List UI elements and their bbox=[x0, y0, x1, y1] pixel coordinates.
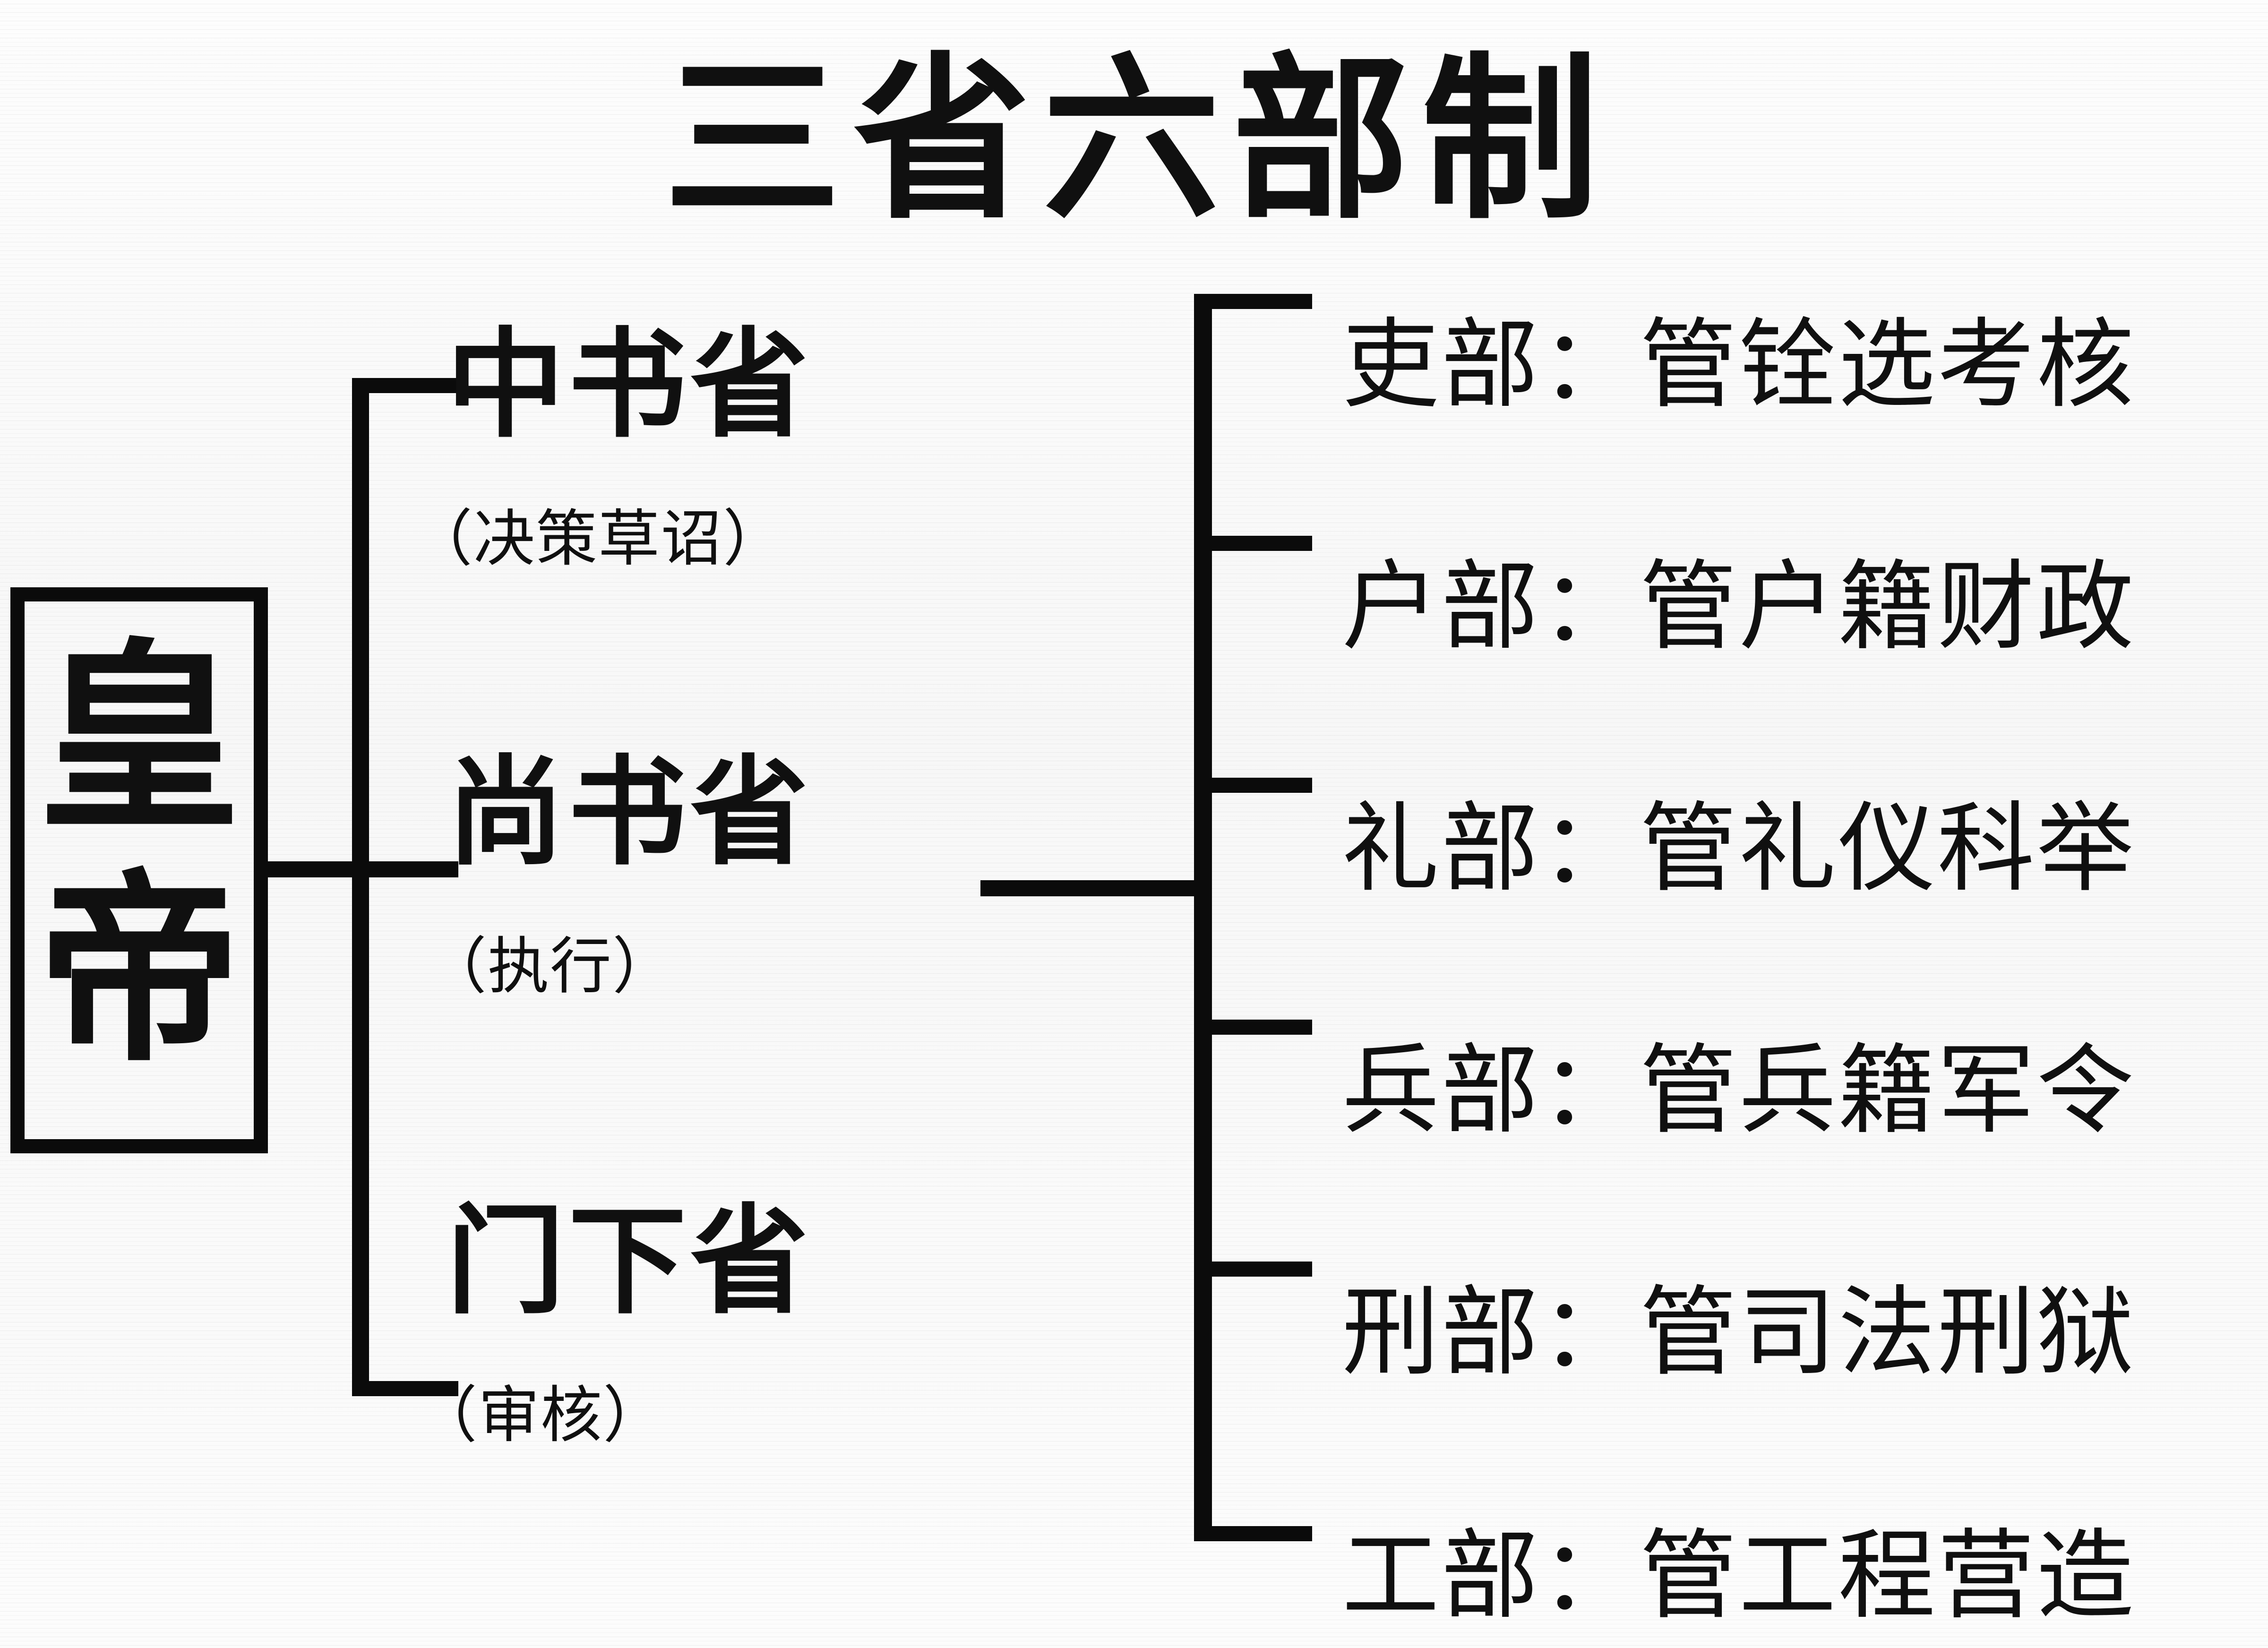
connector-shangshusheng-to-ministries bbox=[980, 880, 1203, 896]
page-title: 三省六部制 bbox=[664, 37, 1611, 243]
department-1-subtitle: （决策草诏） bbox=[411, 503, 786, 575]
emperor-char-2: 帝 bbox=[38, 853, 241, 1089]
bracket-branch-department-2 bbox=[352, 861, 458, 877]
bracket-branch-ministry-2 bbox=[1194, 536, 1312, 551]
emperor-node-label: 皇 帝 bbox=[26, 624, 253, 1087]
department-2-subtitle: （执行） bbox=[425, 930, 675, 1002]
ministry-5-label: 刑部：管司法刑狱 bbox=[1342, 1276, 2136, 1389]
bracket-branch-ministry-3 bbox=[1194, 778, 1312, 793]
ministry-4-label: 兵部：管兵籍军令 bbox=[1342, 1034, 2136, 1147]
bracket-branch-ministry-5 bbox=[1194, 1262, 1312, 1277]
emperor-node-box bbox=[10, 587, 268, 1153]
bracket-branch-department-3 bbox=[352, 1381, 458, 1396]
ministry-1-label: 吏部：管铨选考核 bbox=[1342, 308, 2136, 421]
connector-emperor-to-departments bbox=[268, 861, 358, 877]
bracket-spine-departments bbox=[352, 378, 369, 1396]
ministry-2-label: 户部：管户籍财政 bbox=[1342, 550, 2136, 663]
bracket-branch-department-1 bbox=[352, 378, 458, 393]
emperor-char-1: 皇 bbox=[38, 621, 241, 858]
bracket-spine-ministries bbox=[1194, 294, 1212, 1541]
bracket-branch-ministry-4 bbox=[1194, 1020, 1312, 1035]
bracket-branch-ministry-1 bbox=[1194, 294, 1312, 309]
bracket-branch-ministry-6 bbox=[1194, 1526, 1312, 1541]
department-2-name: 尚书省 bbox=[447, 744, 812, 881]
department-3-name: 门下省 bbox=[447, 1193, 812, 1330]
ministry-6-label: 工部：管工程营造 bbox=[1342, 1519, 2136, 1632]
department-1-name: 中书省 bbox=[447, 316, 812, 454]
department-3-subtitle: （审核） bbox=[416, 1379, 666, 1451]
ministry-3-label: 礼部：管礼仪科举 bbox=[1342, 792, 2136, 905]
